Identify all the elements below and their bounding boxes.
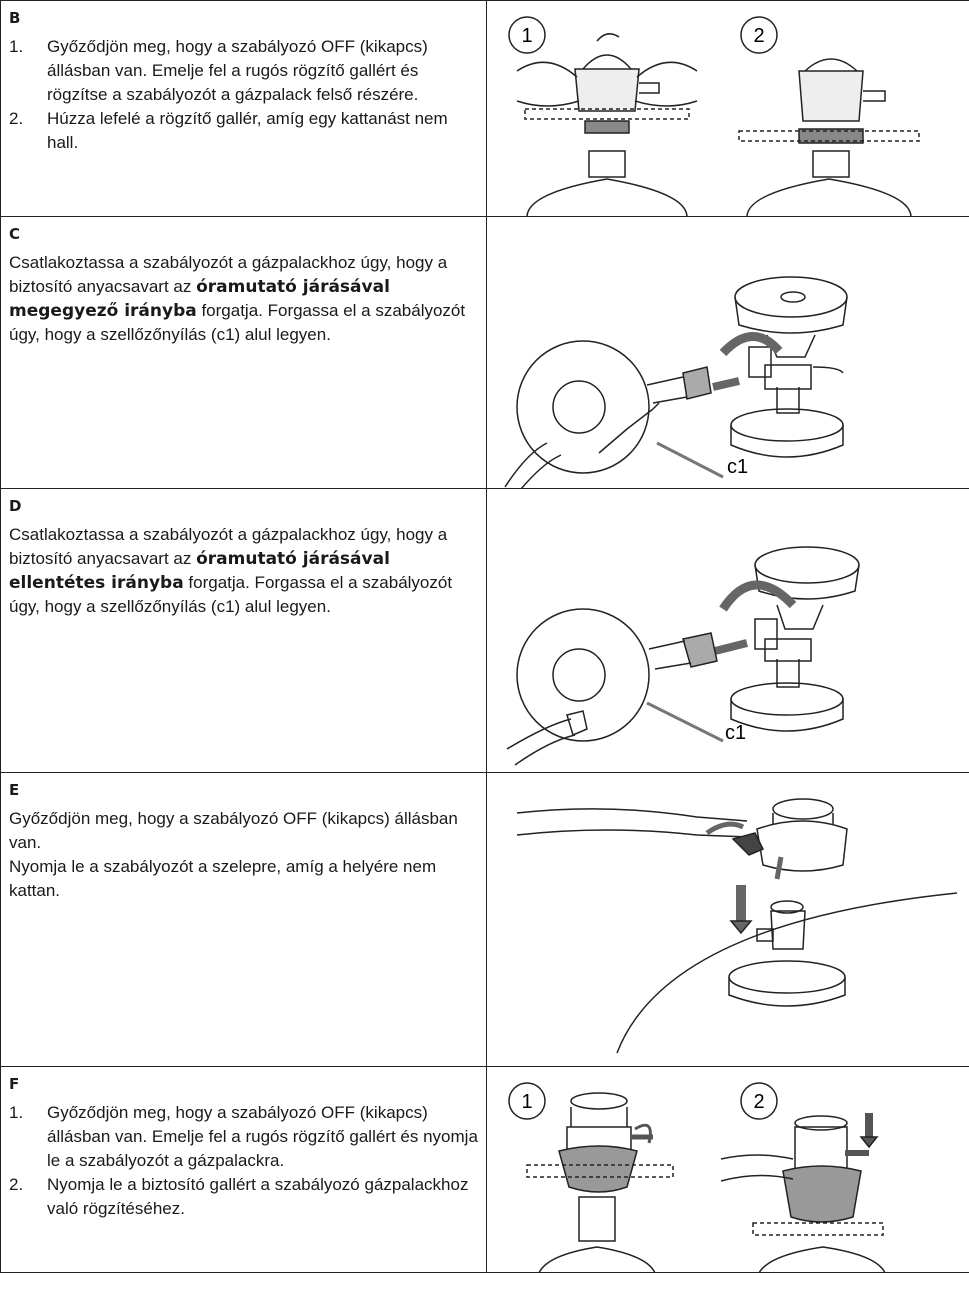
section-c-row: C Csatlakoztassa a szabályozót a gázpala… [0,216,969,489]
section-c-bold: óramutató járásával megegyező irányba [9,277,390,321]
section-c-text: C Csatlakoztassa a szabályozót a gázpala… [0,216,487,489]
section-e-letter: E [9,781,20,799]
section-d-bold: óramutató járásával ellentétes irányba [9,549,390,593]
section-c-text-1: Csatlakoztassa a szabályozót a gázpalack… [9,253,448,296]
section-f-figure: 1 2 [486,1066,969,1273]
callout-c1: c1 [727,456,748,478]
section-b-step-1: 1. Győződjön meg, hogy a szabályozó OFF (… [9,35,478,107]
step-number: 1. [9,1103,24,1122]
section-f-step-2: 2. Nyomja le a biztosító gallért a szabál… [9,1173,478,1221]
step-text: Húzza lefelé a rögzítő gallér, amíg egy … [47,109,448,152]
section-c-paragraph: Csatlakoztassa a szabályozót a gázpalack… [9,251,478,347]
section-f-text: F 1. Győződjön meg, hogy a szabályozó OFF… [0,1066,487,1273]
step-number: 2. [9,109,24,128]
regulator-connection-clockwise-illustration: c1 [504,276,848,489]
figure-label-2: 2 [753,1091,764,1113]
section-d-text: D Csatlakoztassa a szabályozót a gázpala… [0,488,487,773]
regulator-push-on-illustration [516,798,958,1054]
regulator-connection-counterclockwise-illustration: c1 [506,546,860,766]
section-d-letter: D [9,497,22,515]
section-e-paragraph-2: Nyomja le a szabályozót a szelepre, amíg… [9,857,437,900]
figure-label-1: 1 [521,25,532,47]
section-b-letter: B [9,9,21,27]
step-text: Győződjön meg, hogy a szabályozó OFF (ki… [47,37,428,104]
regulator-collar-illustration: 1 2 [508,1082,886,1273]
section-d-text-2: forgatja. Forgassa el a szabályozót úgy,… [9,573,453,616]
section-e-figure [486,772,969,1067]
section-f-steps: 1. Győződjön meg, hogy a szabályozó OFF (… [9,1101,478,1221]
section-b-figure: 1 2 [486,0,969,217]
step-number: 1. [9,37,24,56]
section-e-text: E Győződjön meg, hogy a szabályozó OFF (… [0,772,487,1067]
section-d-row: D Csatlakoztassa a szabályozót a gázpala… [0,488,969,773]
figure-label-2: 2 [753,25,764,47]
step-number: 2. [9,1175,24,1194]
section-d-text-1: Csatlakoztassa a szabályozót a gázpalack… [9,525,448,568]
section-e-paragraph-1: Győződjön meg, hogy a szabályozó OFF (ki… [9,809,458,852]
section-e-row: E Győződjön meg, hogy a szabályozó OFF (… [0,772,969,1067]
section-f-step-1: 1. Győződjön meg, hogy a szabályozó OFF (… [9,1101,478,1173]
regulator-mounting-illustration: 1 2 [508,16,920,217]
figure-label-1: 1 [521,1091,532,1113]
section-d-figure: c1 [486,488,969,773]
step-text: Nyomja le a biztosító gallért a szabályo… [47,1175,469,1218]
section-b-step-2: 2. Húzza lefelé a rögzítő gallér, amíg eg… [9,107,478,155]
section-d-paragraph: Csatlakoztassa a szabályozót a gázpalack… [9,523,478,619]
section-f-row: F 1. Győződjön meg, hogy a szabályozó OFF… [0,1066,969,1273]
section-c-letter: C [9,225,21,243]
section-c-figure: c1 [486,216,969,489]
section-f-letter: F [9,1075,20,1093]
section-b-text: B 1. Győződjön meg, hogy a szabályozó OFF… [0,0,487,217]
section-b-steps: 1. Győződjön meg, hogy a szabályozó OFF (… [9,35,478,155]
section-c-text-2: forgatja. Forgassa el a szabályozót úgy,… [9,301,466,344]
step-text: Győződjön meg, hogy a szabályozó OFF (ki… [47,1103,478,1170]
callout-c1: c1 [725,722,746,744]
section-b-row: B 1. Győződjön meg, hogy a szabályozó OFF… [0,0,969,217]
